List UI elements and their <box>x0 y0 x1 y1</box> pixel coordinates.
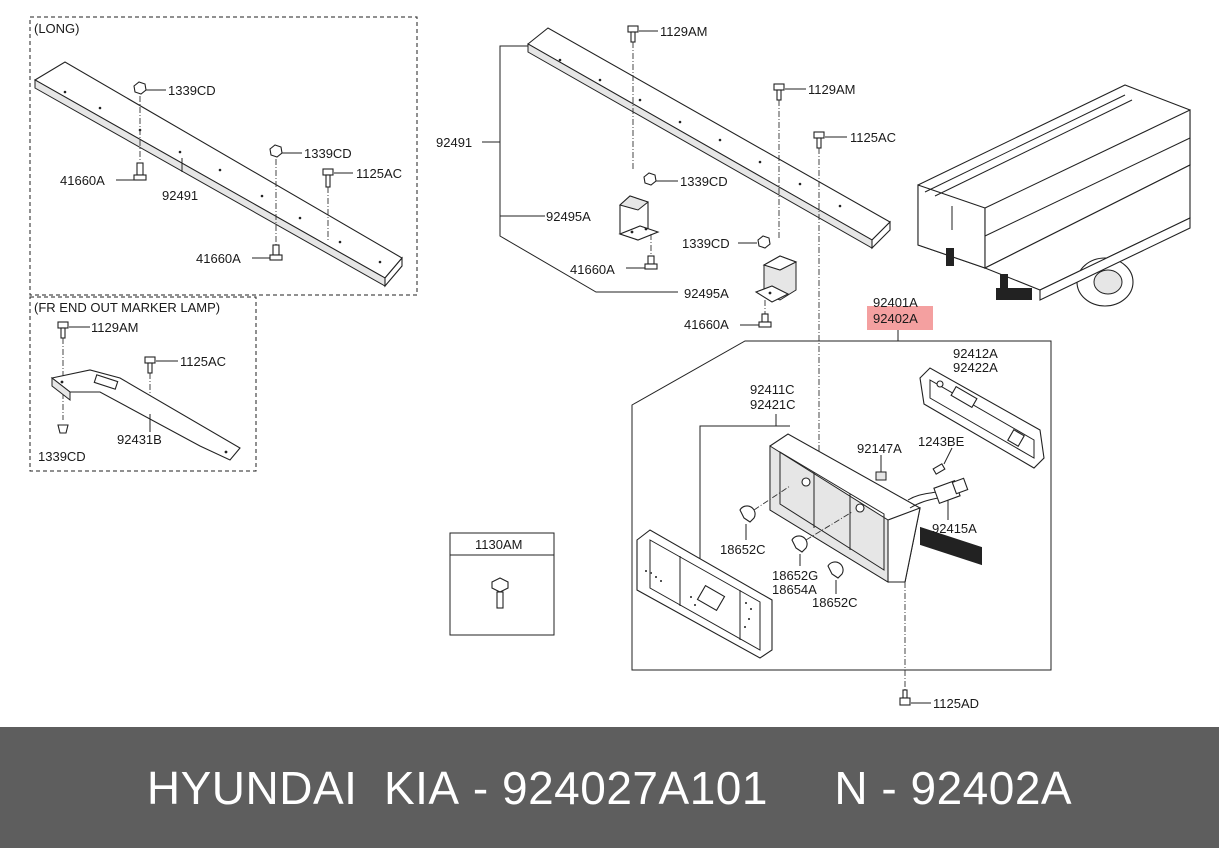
label-92491-c: 92491 <box>436 135 472 150</box>
nut-1339cd-c1 <box>643 172 678 186</box>
housing-92411c <box>769 433 921 583</box>
part-box-1130am: 1130AM <box>449 532 555 636</box>
label-41660a-c1: 41660A <box>570 262 615 277</box>
long-group: (LONG) 1339CD 41660A 92491 <box>29 16 418 296</box>
ref-code: 92402A <box>910 761 1073 814</box>
label-1125ad: 1125AD <box>933 696 979 711</box>
label-1130am: 1130AM <box>475 537 522 552</box>
label-1125ac-c: 1125AC <box>850 130 896 145</box>
label-41660a-a: 41660A <box>60 173 105 188</box>
ref-prefix: N <box>834 761 869 814</box>
bulb-18652c-2 <box>827 561 844 594</box>
nut-1339cd-b <box>269 144 302 245</box>
bolt-41660a-a <box>116 162 147 181</box>
screw-1243be <box>932 447 953 475</box>
label-1129am-2: 1129AM <box>808 82 855 97</box>
bulb-18652c-1 <box>739 485 791 540</box>
label-18654a: 18654A <box>772 582 817 597</box>
long-group-title: (LONG) <box>34 21 80 36</box>
footer-spacer <box>768 761 834 815</box>
label-1243be: 1243BE <box>918 434 965 449</box>
bracket-92431b <box>50 369 241 461</box>
label-1339cd-c2: 1339CD <box>682 236 730 251</box>
rear-lamp-group: 92401A 92402A 92412A 92422A 92411C 92421… <box>631 295 1052 711</box>
bolt-41660a-c1 <box>626 234 658 270</box>
marker-group-title: (FR END OUT MARKER LAMP) <box>34 300 220 315</box>
label-1125ac-m: 1125AC <box>180 354 226 369</box>
bulb-18652g <box>791 511 853 566</box>
label-92411c: 92411C <box>750 382 795 397</box>
label-18652g: 18652G <box>772 568 818 583</box>
label-1339cd-m: 1339CD <box>38 449 86 464</box>
label-1125ac-a: 1125AC <box>356 166 402 181</box>
bolt-1129am-1 <box>627 25 658 170</box>
label-18652c-1: 18652C <box>720 542 766 557</box>
label-92147a: 92147A <box>857 441 902 456</box>
truck-illustration <box>917 84 1191 566</box>
footer-separator-1: - <box>459 761 503 814</box>
highlight-92402a <box>867 306 933 330</box>
bolt-1125ac-a <box>322 168 353 240</box>
part-number: 924027A101 <box>502 761 768 814</box>
lamp-assembly-frame <box>631 340 1052 671</box>
nut-1339cd-a <box>133 81 166 162</box>
label-92495a-2: 92495A <box>684 286 729 301</box>
center-rail-group: 92491 1129AM 1129AM 1125AC 1339 <box>436 24 896 460</box>
label-92491-a: 92491 <box>162 188 198 203</box>
part-number-banner: HYUNDAI KIA - 924027A101 N - 92402A <box>0 727 1219 848</box>
nut-1339cd-c2 <box>738 235 771 249</box>
label-92402a: 92402A <box>873 311 918 326</box>
label-92401a: 92401A <box>873 295 918 310</box>
bolt-41660a-b <box>252 244 283 261</box>
label-92412a: 92412A <box>953 346 998 361</box>
label-41660a-b: 41660A <box>196 251 241 266</box>
label-1129am-1: 1129AM <box>660 24 707 39</box>
label-41660a-c2: 41660A <box>684 317 729 332</box>
bolt-1125ad <box>899 689 931 706</box>
bolt-1129am-2 <box>773 83 806 238</box>
lens-92412a <box>919 367 1045 469</box>
label-1339cd-a: 1339CD <box>168 83 216 98</box>
center-rail-part <box>527 27 891 250</box>
bracket-92495a-1 <box>618 195 660 241</box>
label-92421c: 92421C <box>750 397 796 412</box>
wiring-92415a <box>907 477 969 520</box>
brand-name: HYUNDAI KIA <box>146 761 460 814</box>
label-92415a: 92415A <box>932 521 977 536</box>
bolt-1130am-icon <box>491 577 509 609</box>
long-group-frame <box>29 16 418 296</box>
label-92431b: 92431B <box>117 432 162 447</box>
bolt-1125ac-c <box>813 131 847 460</box>
label-92422a: 92422A <box>953 360 998 375</box>
marker-group-frame <box>29 296 257 472</box>
footer-separator-2: - <box>868 761 911 814</box>
label-18652c-2: 18652C <box>812 595 858 610</box>
long-rail-part <box>33 61 403 288</box>
front-lens <box>636 529 773 659</box>
nut-1339cd-m <box>57 424 69 434</box>
bracket-92495a-2 <box>754 255 798 303</box>
label-1129am-m: 1129AM <box>91 320 138 335</box>
label-1339cd-b: 1339CD <box>304 146 352 161</box>
bolt-41660a-c2 <box>740 300 772 328</box>
label-1339cd-c1: 1339CD <box>680 174 728 189</box>
parts-diagram: (LONG) 1339CD 41660A 92491 <box>29 16 1191 711</box>
clip-92147a <box>875 455 887 481</box>
label-92495a-1: 92495A <box>546 209 591 224</box>
marker-lamp-group: (FR END OUT MARKER LAMP) 1129AM 1125AC 9… <box>29 296 257 472</box>
truck-lamp-left <box>920 526 982 566</box>
